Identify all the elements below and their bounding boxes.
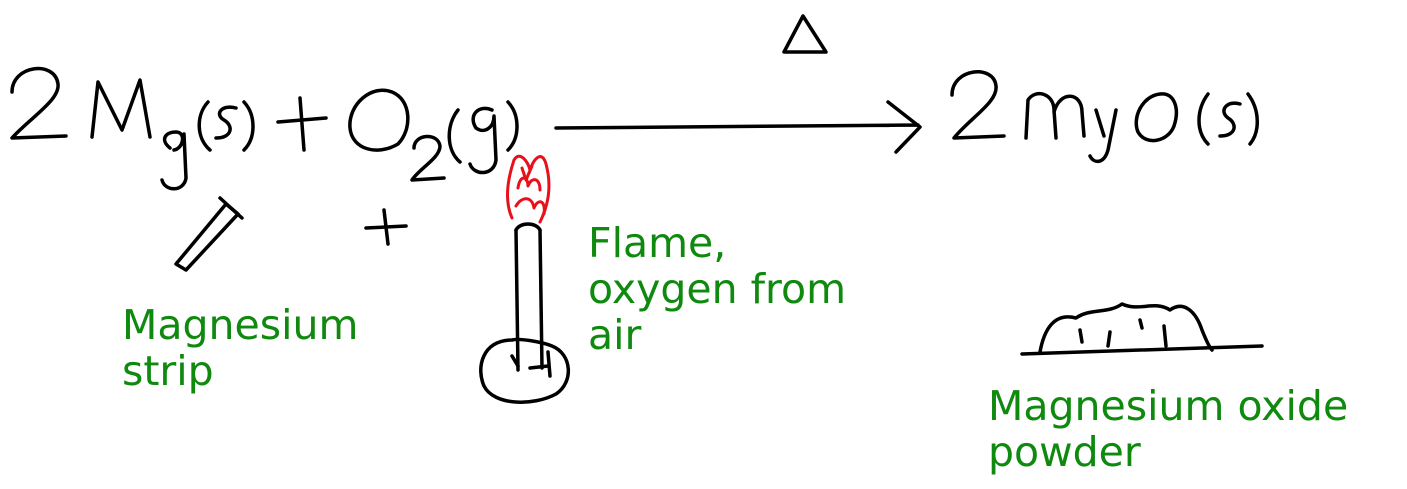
- mgo-letter-o: [1134, 92, 1179, 143]
- state-g: [468, 106, 498, 175]
- reactant-plus-sketch: [364, 208, 408, 246]
- reaction-arrow: [554, 100, 922, 154]
- magnesium-strip-sketch: [174, 196, 244, 272]
- burner-base: [479, 337, 571, 404]
- paren-open-1: [197, 100, 212, 152]
- state-s-2: [1218, 101, 1242, 138]
- burner-tube: [514, 228, 544, 372]
- subscript-2: [410, 134, 446, 182]
- magnesium-oxide-label: Magnesium oxide powder: [988, 383, 1348, 475]
- mg-letter-g: [160, 130, 188, 191]
- flame-label-line-3: air: [588, 311, 642, 359]
- flame-label-line-2: oxygen from: [588, 265, 847, 313]
- coefficient-2-left: [10, 66, 68, 140]
- strip-label-line-2: strip: [122, 347, 214, 395]
- chemical-equation: [10, 14, 1259, 191]
- plus-sign: [276, 96, 328, 152]
- paren-open-3: [1197, 92, 1210, 146]
- oxide-label-line-2: powder: [988, 428, 1141, 476]
- oxygen-letter-o: [348, 88, 410, 152]
- flame-sketch: [506, 154, 551, 224]
- state-s-1: [214, 105, 238, 140]
- paren-close-1: [242, 100, 255, 152]
- magnesium-strip-label: Magnesium strip: [122, 302, 358, 394]
- mgo-letter-m: [1024, 91, 1086, 140]
- burner-tube-shadow: [510, 354, 520, 368]
- delta-symbol: [782, 14, 828, 54]
- mg-letter-m: [90, 78, 152, 139]
- bunsen-burner-sketch: [479, 222, 571, 404]
- strip-label-line-1: Magnesium: [122, 301, 359, 349]
- flame-label: Flame, oxygen from air: [588, 220, 846, 358]
- flame-label-line-1: Flame,: [588, 219, 727, 267]
- paren-close-3: [1246, 92, 1259, 146]
- oxide-label-line-1: Magnesium oxide: [988, 382, 1349, 430]
- paren-close-2: [506, 100, 519, 152]
- magnesium-oxide-powder-sketch: [1020, 302, 1264, 356]
- mgo-letter-y: [1088, 108, 1118, 164]
- coefficient-2-right: [950, 70, 1006, 140]
- burner-valve: [528, 350, 552, 378]
- burner-mouth: [514, 222, 542, 232]
- paren-open-2: [447, 108, 462, 164]
